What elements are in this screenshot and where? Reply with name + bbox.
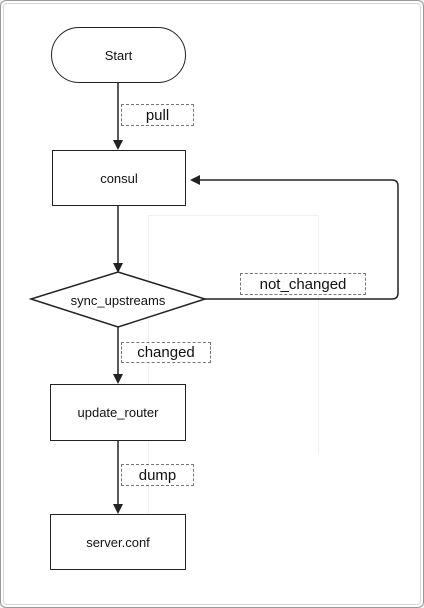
- edge-label-changed-text: changed: [137, 344, 195, 361]
- edge-label-not-changed-text: not_changed: [259, 275, 347, 293]
- guide-line: [318, 215, 319, 455]
- update-router-node-label: update_router: [77, 405, 159, 420]
- edge-label-dump-text: dump: [138, 466, 177, 484]
- edge-label-pull-text: pull: [145, 106, 170, 124]
- server-conf-node: server.conf: [50, 514, 186, 570]
- update-router-node: update_router: [50, 384, 186, 441]
- sync-upstreams-diamond: [28, 271, 208, 328]
- edge-sync-to-consul-loop: [190, 175, 399, 300]
- guide-line: [148, 215, 318, 216]
- sync-upstreams-text: sync_upstreams: [70, 292, 166, 308]
- edge-label-changed: changed: [121, 342, 211, 363]
- start-node: Start: [51, 27, 186, 83]
- server-conf-node-label: server.conf: [86, 534, 150, 550]
- sync-upstreams-label: sync_upstreams: [30, 284, 206, 316]
- start-node-label: Start: [104, 47, 133, 63]
- diagram-inner-border: [3, 3, 421, 605]
- edge-label-not-changed: not_changed: [240, 273, 366, 295]
- edge-label-pull: pull: [121, 104, 194, 126]
- edge-label-dump: dump: [121, 464, 194, 486]
- consul-node: consul: [52, 150, 186, 206]
- consul-node-label: consul: [100, 170, 138, 186]
